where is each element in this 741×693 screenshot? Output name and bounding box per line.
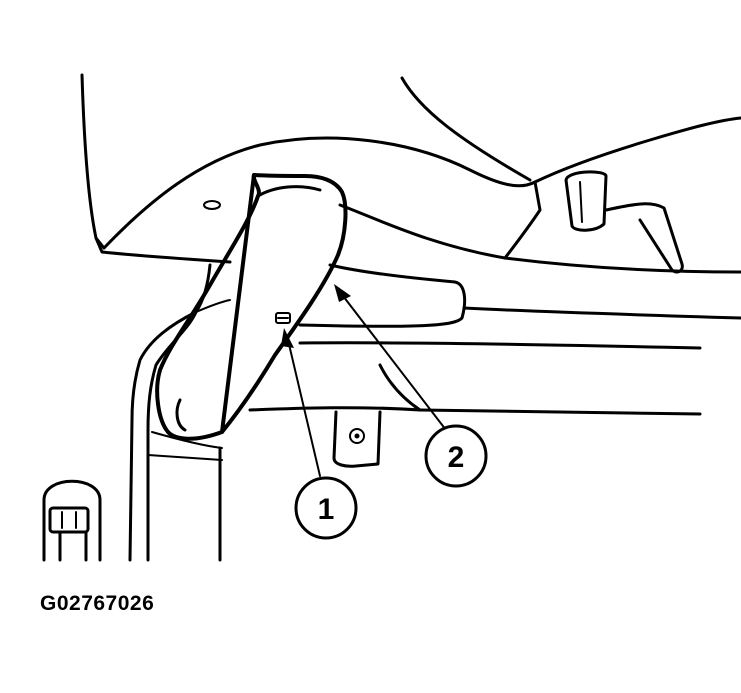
adjust-lever xyxy=(503,170,684,274)
pillar-trim xyxy=(128,263,231,562)
mounting-bracket xyxy=(332,410,382,468)
seat-belt-buckle xyxy=(42,479,102,562)
callout-1-label: 1 xyxy=(318,493,335,526)
callout-1: 1 xyxy=(294,476,358,540)
leader-lines xyxy=(281,284,447,477)
assist-handle xyxy=(155,173,348,441)
trim-panel xyxy=(248,203,741,416)
callout-2-circle xyxy=(424,424,488,488)
figure-code: G02767026 xyxy=(40,592,155,615)
seat-slot xyxy=(203,200,221,210)
seat-back-outline xyxy=(80,73,741,264)
callout-2: 2 xyxy=(424,424,488,488)
callout-1-circle xyxy=(294,476,358,540)
callout-2-label: 2 xyxy=(448,441,465,474)
